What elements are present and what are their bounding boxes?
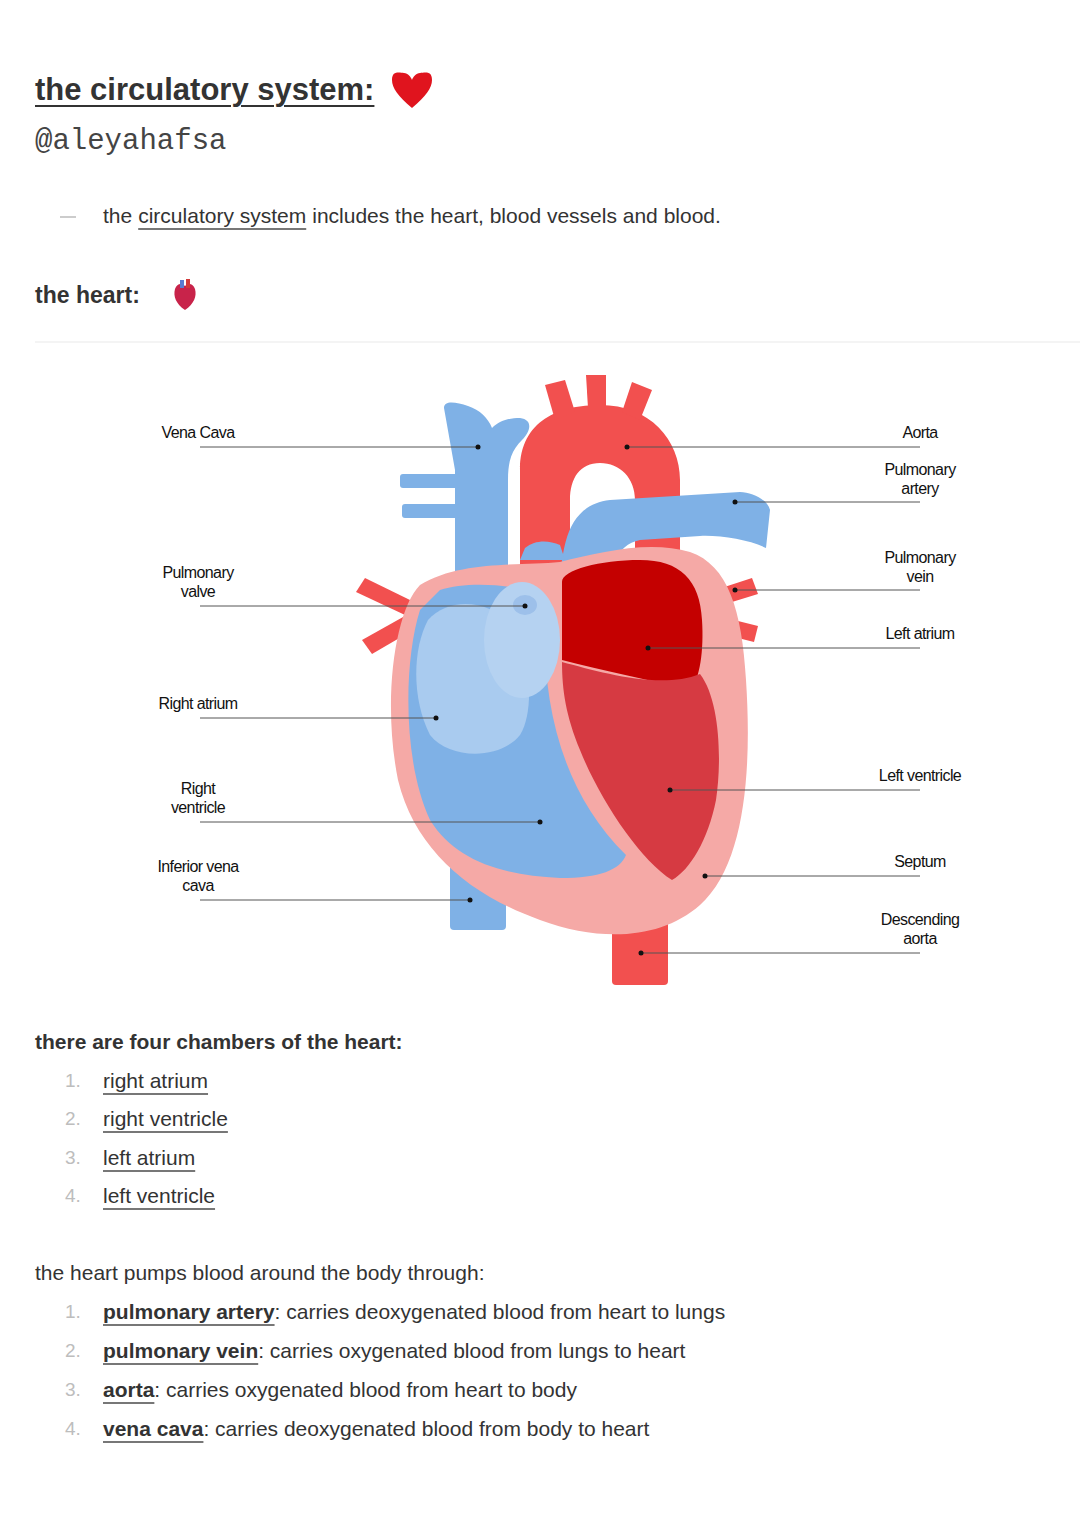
section-heading: there are four chambers of the heart: bbox=[35, 1030, 403, 1054]
list-item: left atrium bbox=[103, 1146, 195, 1170]
vessel-description: : carries deoxygenated blood from heart … bbox=[275, 1300, 726, 1324]
vessel-description: : carries deoxygenated blood from body t… bbox=[203, 1417, 649, 1441]
vessel-term: aorta bbox=[103, 1378, 154, 1402]
leader-lines bbox=[200, 447, 920, 953]
section-heading: the heart: bbox=[35, 282, 140, 308]
heart-drawing bbox=[356, 375, 770, 985]
list-number: 1. bbox=[65, 1070, 81, 1092]
vessel-description: : carries oxygenated blood from lungs to… bbox=[258, 1339, 685, 1363]
vessel-term: pulmonary vein bbox=[103, 1339, 258, 1363]
body-text: the bbox=[103, 204, 132, 228]
part-label: Vena Cava bbox=[143, 423, 253, 442]
heart-emoji bbox=[392, 73, 432, 108]
list-number: 4. bbox=[65, 1185, 81, 1207]
part-label: Inferior vena cava bbox=[143, 857, 253, 895]
page-title: the circulatory system: bbox=[35, 72, 374, 108]
part-label: Septum bbox=[865, 852, 975, 871]
part-label: Descending aorta bbox=[870, 910, 970, 948]
bullet-dash bbox=[60, 216, 76, 218]
list-number: 1. bbox=[65, 1301, 81, 1323]
part-label: Pulmonary artery bbox=[875, 460, 965, 498]
list-item: right atrium bbox=[103, 1069, 208, 1093]
section-heading: the heart pumps blood around the body th… bbox=[35, 1261, 485, 1285]
part-label: Pulmonary valve bbox=[153, 563, 243, 601]
list-item: right ventricle bbox=[103, 1107, 228, 1131]
vessel-term: pulmonary artery bbox=[103, 1300, 275, 1324]
underlined-term: circulatory system bbox=[138, 204, 306, 228]
leader-dots bbox=[434, 445, 738, 956]
list-number: 4. bbox=[65, 1418, 81, 1440]
list-number: 2. bbox=[65, 1108, 81, 1130]
part-label: Pulmonary vein bbox=[875, 548, 965, 586]
vessel-term: vena cava bbox=[103, 1417, 203, 1441]
list-number: 3. bbox=[65, 1379, 81, 1401]
vessel-description: : carries oxygenated blood from heart to… bbox=[154, 1378, 577, 1402]
part-label: Right ventricle bbox=[158, 779, 238, 817]
list-number: 3. bbox=[65, 1147, 81, 1169]
heart-icon bbox=[174, 279, 195, 310]
part-label: Right atrium bbox=[143, 694, 253, 713]
list-number: 2. bbox=[65, 1340, 81, 1362]
body-text: includes the heart, blood vessels and bl… bbox=[312, 204, 721, 228]
part-label: Left ventricle bbox=[860, 766, 980, 785]
part-label: Aorta bbox=[865, 423, 975, 442]
divider bbox=[35, 341, 1080, 343]
author-handle: @aleyahafsa bbox=[35, 125, 226, 158]
part-label: Left atrium bbox=[865, 624, 975, 643]
list-item: left ventricle bbox=[103, 1184, 215, 1208]
